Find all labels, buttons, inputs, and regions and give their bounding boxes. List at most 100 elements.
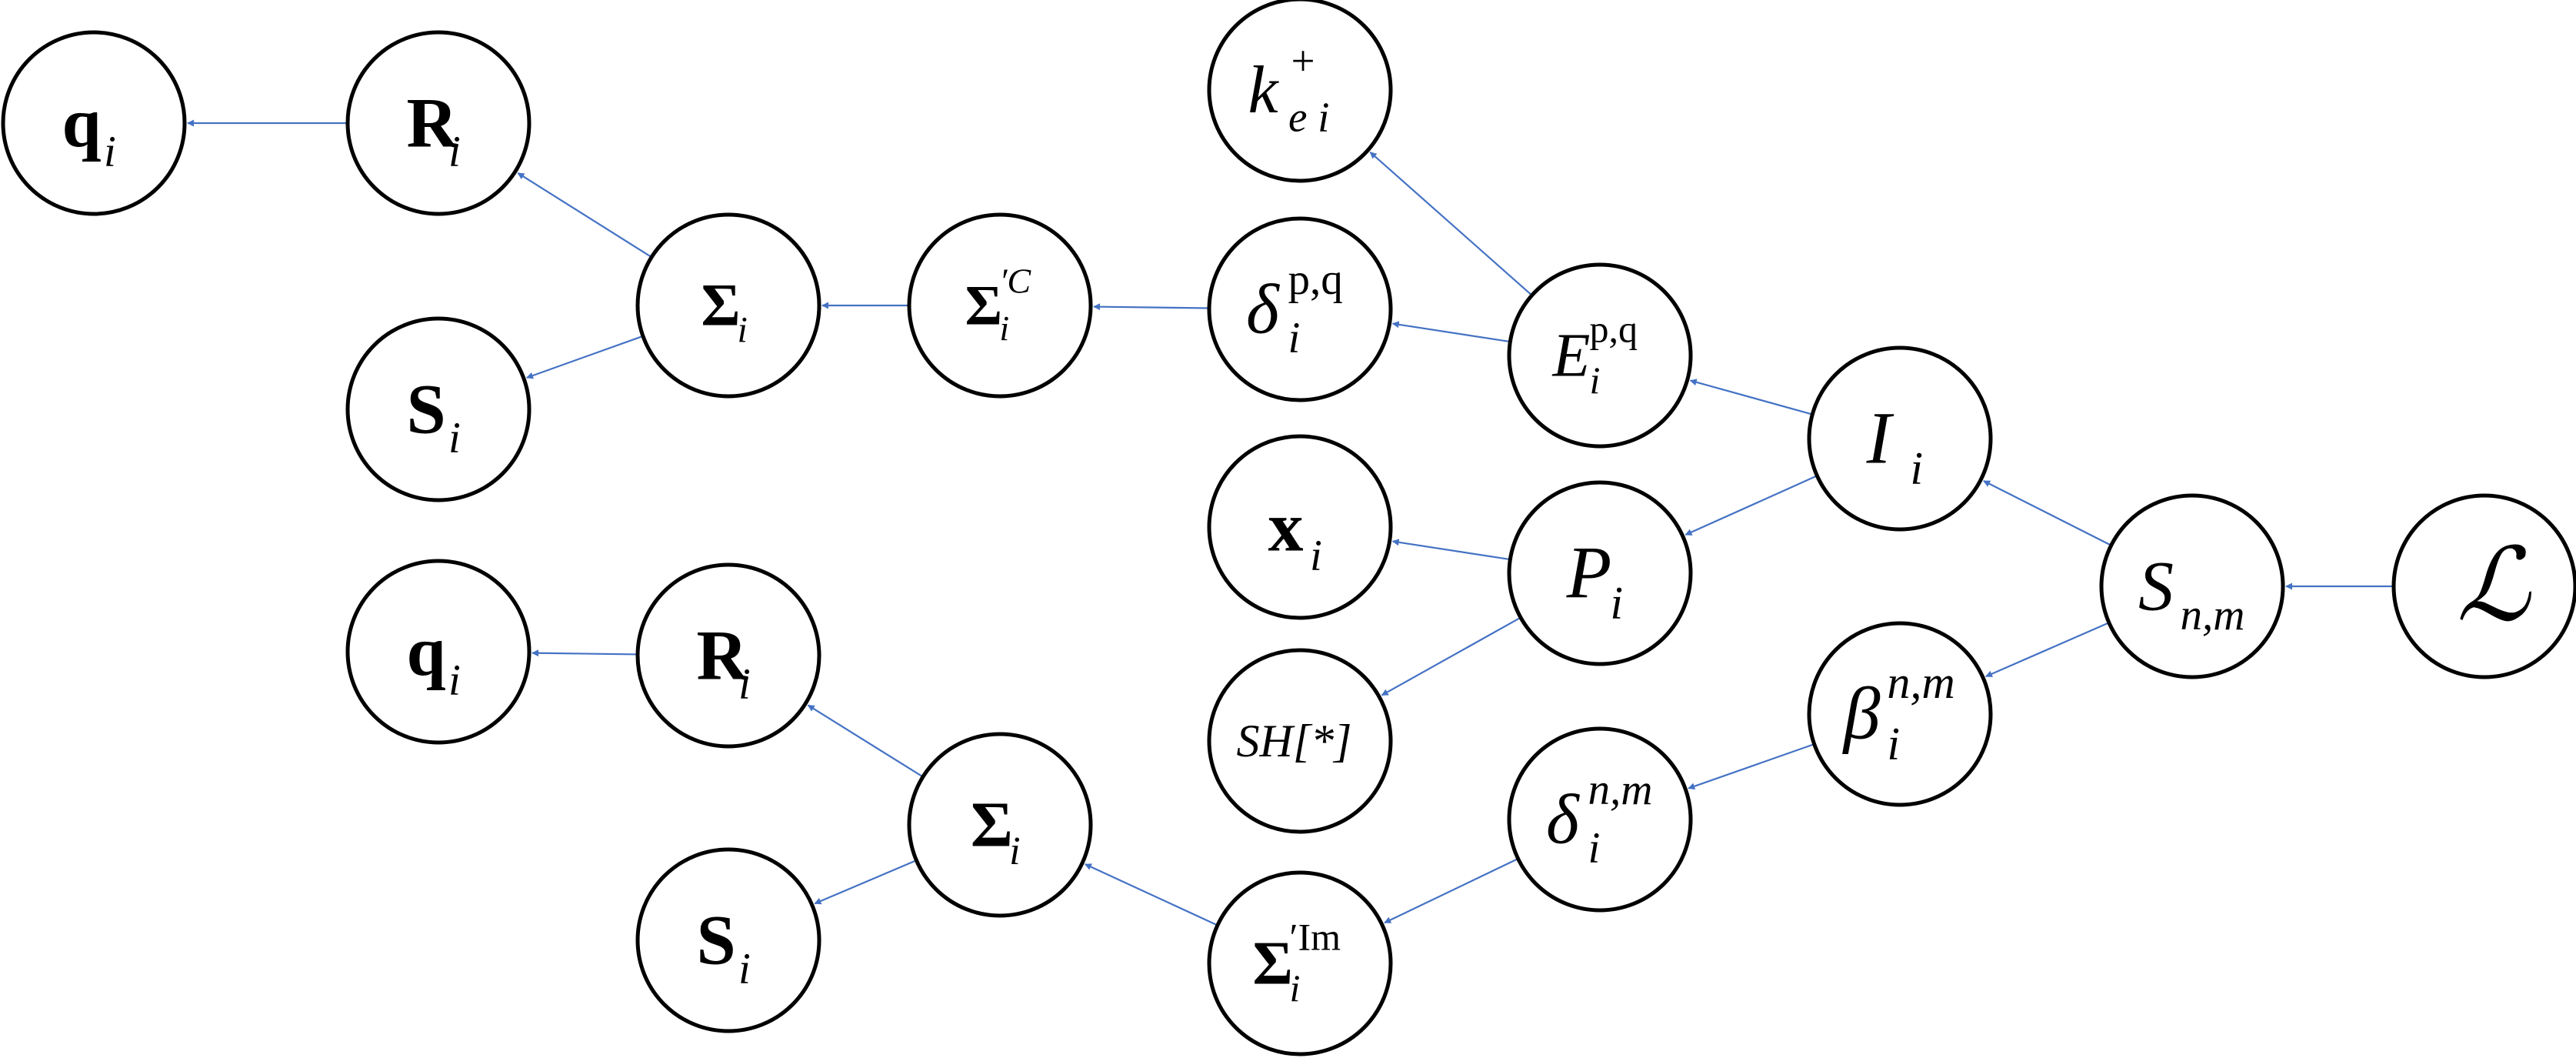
node-circle <box>907 732 1093 918</box>
edge-group <box>1381 616 1521 696</box>
edge-sigmaim-to-sigma-bot <box>1084 863 1218 926</box>
node-l: ℒ <box>2391 493 2576 679</box>
edge-group <box>814 859 917 905</box>
node-label-sigma-top: Σi <box>701 272 748 351</box>
edge-group <box>532 649 638 657</box>
node-subscript: i <box>1288 314 1301 362</box>
edge-group <box>1084 863 1218 926</box>
edge-group <box>1369 152 1533 296</box>
node-k: k+e i <box>1207 0 1393 183</box>
node-subscript: i <box>1590 359 1601 402</box>
node-p: Pi <box>1507 480 1693 666</box>
edge-group <box>1391 321 1511 343</box>
node-superscript: ′Im <box>1290 915 1341 958</box>
edge-e-pq-to-k <box>1369 152 1533 296</box>
node-r-top: Ri <box>345 30 532 216</box>
edge-s-nm-to-beta <box>1984 622 2110 678</box>
node-subscript: i <box>104 128 116 176</box>
node-circle <box>1207 648 1393 834</box>
edge-group <box>1984 622 2110 678</box>
edge-group <box>1384 858 1519 924</box>
edge-group <box>1093 303 1210 311</box>
node-subscript: i <box>738 945 751 993</box>
node-superscript: n,m <box>1887 657 1954 708</box>
node-label-sigma-bot: Σi <box>971 789 1021 874</box>
node-q-top: qi <box>1 30 187 216</box>
node-base-symbol: δ <box>1246 269 1280 348</box>
node-q-bot: qi <box>345 559 532 745</box>
node-base-symbol: R <box>696 616 748 694</box>
node-base-symbol: Σ <box>1253 930 1293 997</box>
node-superscript: p,q <box>1288 255 1343 304</box>
edge-e-pq-to-delta-pq <box>1391 321 1511 343</box>
edge-group <box>1391 539 1511 561</box>
edge-r-bot-to-q-bot <box>532 649 638 657</box>
node-label-q-bot: qi <box>406 612 460 705</box>
edge-delta-pq-to-sigmac <box>1093 303 1210 311</box>
edge-i-to-p <box>1685 475 1818 536</box>
node-s-top: Si <box>345 316 532 502</box>
node-subscript: i <box>999 309 1009 348</box>
node-subscript: i <box>1290 966 1301 1010</box>
node-base-symbol: q <box>406 612 445 690</box>
edge-sigma-bot-to-r-bot <box>807 704 924 778</box>
node-base-symbol: S <box>406 369 445 448</box>
node-label-sh: SH[*] <box>1237 716 1352 766</box>
edge-s-nm-to-i <box>1983 480 2112 546</box>
node-base-symbol: S <box>2138 546 2174 625</box>
node-base-symbol: x <box>1268 487 1303 566</box>
node-subscript: i <box>448 414 461 462</box>
node-subscript: i <box>1910 443 1923 494</box>
node-circle <box>1807 345 1993 532</box>
edge-sigma-top-to-r-top <box>517 172 652 259</box>
node-sigma-top: Σi <box>635 212 821 399</box>
node-label-sigmaim: Σ′Im i <box>1253 915 1341 1009</box>
node-circle <box>345 30 532 216</box>
node-circle <box>1207 434 1393 620</box>
node-circle <box>635 847 821 1033</box>
edge-sigma-top-to-s-top <box>526 335 644 379</box>
node-base-symbol: q <box>62 83 101 162</box>
node-label-r-bot: Ri <box>696 616 750 709</box>
node-superscript: ′C <box>999 262 1031 301</box>
node-label-s-top: Si <box>406 369 460 462</box>
node-s-bot: Si <box>635 847 821 1033</box>
edge-group <box>1685 475 1818 536</box>
edge-group <box>526 335 644 379</box>
node-base-symbol: SH[*] <box>1237 716 1352 766</box>
edge-group <box>1688 743 1815 790</box>
node-base-symbol: R <box>406 83 458 162</box>
node-subscript: i <box>1887 719 1900 769</box>
node-circle <box>1507 480 1693 666</box>
node-base-symbol: β <box>1842 673 1881 755</box>
node-circle <box>1207 870 1393 1056</box>
node-circle <box>635 562 821 749</box>
node-circle <box>1 30 187 216</box>
node-circle <box>345 559 532 745</box>
edge-group <box>1983 480 2112 546</box>
node-base-symbol: δ <box>1546 779 1580 858</box>
node-base-symbol: ℒ <box>2457 529 2532 642</box>
node-circle <box>2099 493 2285 679</box>
edges-layer <box>187 119 2394 926</box>
node-superscript: n,m <box>1588 766 1653 814</box>
node-subscript: i <box>1610 578 1623 629</box>
node-base-symbol: Σ <box>701 272 741 339</box>
node-base-symbol: S <box>696 900 735 979</box>
edge-beta-to-delta-nm <box>1688 743 1815 790</box>
node-circle <box>1207 216 1393 402</box>
node-base-symbol: I <box>1866 397 1895 479</box>
node-sigma-bot: Σi <box>907 732 1093 918</box>
